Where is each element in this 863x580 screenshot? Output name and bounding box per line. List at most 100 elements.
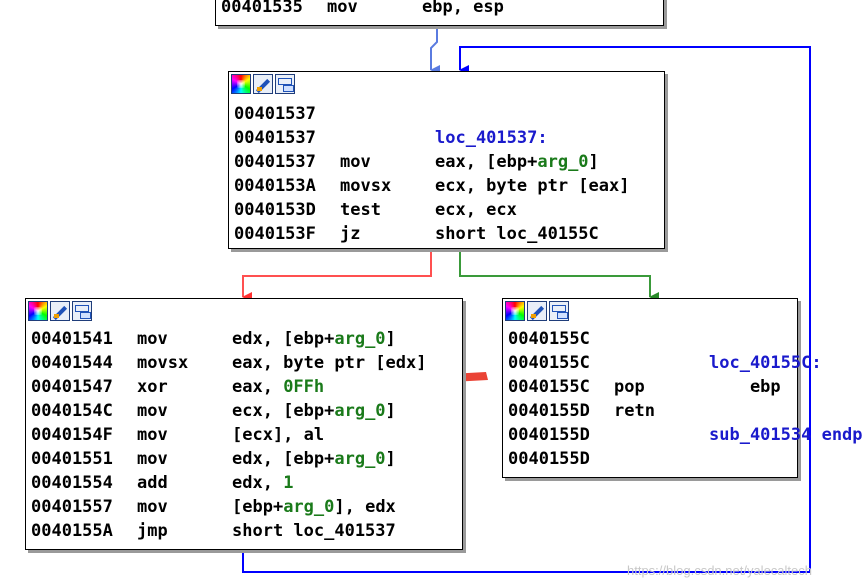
edge-top-to-loop <box>430 24 440 75</box>
address: 0040155A <box>31 521 113 541</box>
edge-loop-back <box>242 46 811 573</box>
code-line[interactable]: 0040155A jmp short loc_401537 <box>31 519 462 543</box>
address: 0040153A <box>234 176 316 196</box>
operand: short loc_401537 <box>232 521 396 541</box>
edit-pencil-icon[interactable] <box>50 301 70 321</box>
code-line[interactable]: 00401541 mov edx, [ebp+arg_0] <box>31 327 462 351</box>
block-body-header <box>26 299 462 321</box>
operand: ecx, byte ptr [eax] <box>435 176 630 196</box>
argument-name[interactable]: arg_0 <box>334 449 386 469</box>
address: 00401557 <box>31 497 113 517</box>
mnemonic: mov <box>137 401 168 421</box>
edge-jz-false <box>242 248 432 302</box>
operand: ] <box>588 152 599 172</box>
operand: edx, [ebp+ <box>232 449 335 469</box>
edit-pencil-icon[interactable] <box>253 74 273 94</box>
watermark: https://blog.csdn.net/yalecaltech <box>626 563 812 578</box>
code-label[interactable]: loc_401537: <box>435 128 548 148</box>
code-line[interactable]: 0040155C loc_40155C: <box>508 351 822 375</box>
address: 0040155D <box>508 449 590 469</box>
operand: ], edx <box>334 497 396 517</box>
address: 00401537 <box>234 128 316 148</box>
mnemonic: movsx <box>137 353 189 373</box>
mnemonic: mov <box>340 152 371 172</box>
block-exit-header <box>503 299 797 321</box>
address: 00401535 <box>221 0 303 17</box>
color-picker-icon[interactable] <box>505 301 525 321</box>
mnemonic: mov <box>137 329 168 349</box>
mnemonic: pop <box>614 377 645 397</box>
proc-end-directive: sub_401534 endp <box>709 425 863 445</box>
code-line[interactable]: 00401551 mov edx, [ebp+arg_0] <box>31 447 462 471</box>
address: 00401551 <box>31 449 113 469</box>
mnemonic: xor <box>137 377 168 397</box>
address: 0040153D <box>234 200 316 220</box>
code-line[interactable]: 0040154C mov ecx, [ebp+arg_0] <box>31 399 462 423</box>
color-picker-icon[interactable] <box>28 301 48 321</box>
code-line[interactable]: 00401537 <box>234 102 664 126</box>
mnemonic: retn <box>614 401 655 421</box>
mnemonic: mov <box>137 449 168 469</box>
block-loop-header <box>229 72 664 94</box>
color-picker-icon[interactable] <box>231 74 251 94</box>
operand: ebp <box>709 377 781 397</box>
graph-overview-icon[interactable] <box>549 301 569 321</box>
address: 00401544 <box>31 353 113 373</box>
address: 0040154C <box>31 401 113 421</box>
address: 00401537 <box>234 152 316 172</box>
address: 00401541 <box>31 329 113 349</box>
operand: edx, [ebp+ <box>232 329 335 349</box>
operand: eax, <box>232 377 284 397</box>
code-line[interactable]: 00401547 xor eax, 0FFh <box>31 375 462 399</box>
graph-overview-icon[interactable] <box>72 301 92 321</box>
block-top[interactable]: 00401535 mov ebp, esp <box>215 0 664 26</box>
mnemonic: add <box>137 473 168 493</box>
code-line[interactable]: 00401537 loc_401537: <box>234 126 664 150</box>
graph-overview-icon[interactable] <box>275 74 295 94</box>
code-line[interactable]: 0040154F mov [ecx], al <box>31 423 462 447</box>
code-line[interactable]: 0040155C <box>508 327 797 351</box>
address: 0040155C <box>508 377 590 397</box>
mnemonic: mov <box>137 425 168 445</box>
operand: ebp, esp <box>422 0 504 17</box>
operand: ] <box>385 449 396 469</box>
argument-name[interactable]: arg_0 <box>537 152 589 172</box>
code-line[interactable]: 0040155D <box>508 447 797 471</box>
block-exit-code: 0040155C 0040155C loc_40155C: 0040155C pop e… <box>503 321 863 471</box>
argument-name[interactable]: arg_0 <box>334 401 386 421</box>
code-label[interactable]: loc_40155C: <box>709 353 822 373</box>
argument-name[interactable]: arg_0 <box>283 497 335 517</box>
edit-pencil-icon[interactable] <box>527 301 547 321</box>
operand: ] <box>385 401 396 421</box>
operand: ecx, [ebp+ <box>232 401 335 421</box>
immediate-value: 0FFh <box>283 377 325 397</box>
edge-jz-true <box>459 248 659 302</box>
code-line[interactable]: 00401544 movsx eax, byte ptr [edx] <box>31 351 462 375</box>
operand: ] <box>385 329 396 349</box>
code-line[interactable]: 00401535 mov ebp, esp <box>221 0 663 19</box>
mnemonic: mov <box>327 0 358 17</box>
code-line[interactable]: 0040155C pop ebp <box>508 375 797 399</box>
address: 0040155C <box>508 353 590 373</box>
argument-name[interactable]: arg_0 <box>334 329 386 349</box>
operand: edx, <box>232 473 284 493</box>
address: 0040154F <box>31 425 113 445</box>
address: 00401547 <box>31 377 113 397</box>
mnemonic: jmp <box>137 521 168 541</box>
operand: eax, byte ptr [edx] <box>232 353 427 373</box>
block-exit[interactable]: 0040155C 0040155C loc_40155C: 0040155C pop e… <box>502 298 863 478</box>
address: 0040155C <box>508 329 590 349</box>
operand: [ecx], al <box>232 425 325 445</box>
